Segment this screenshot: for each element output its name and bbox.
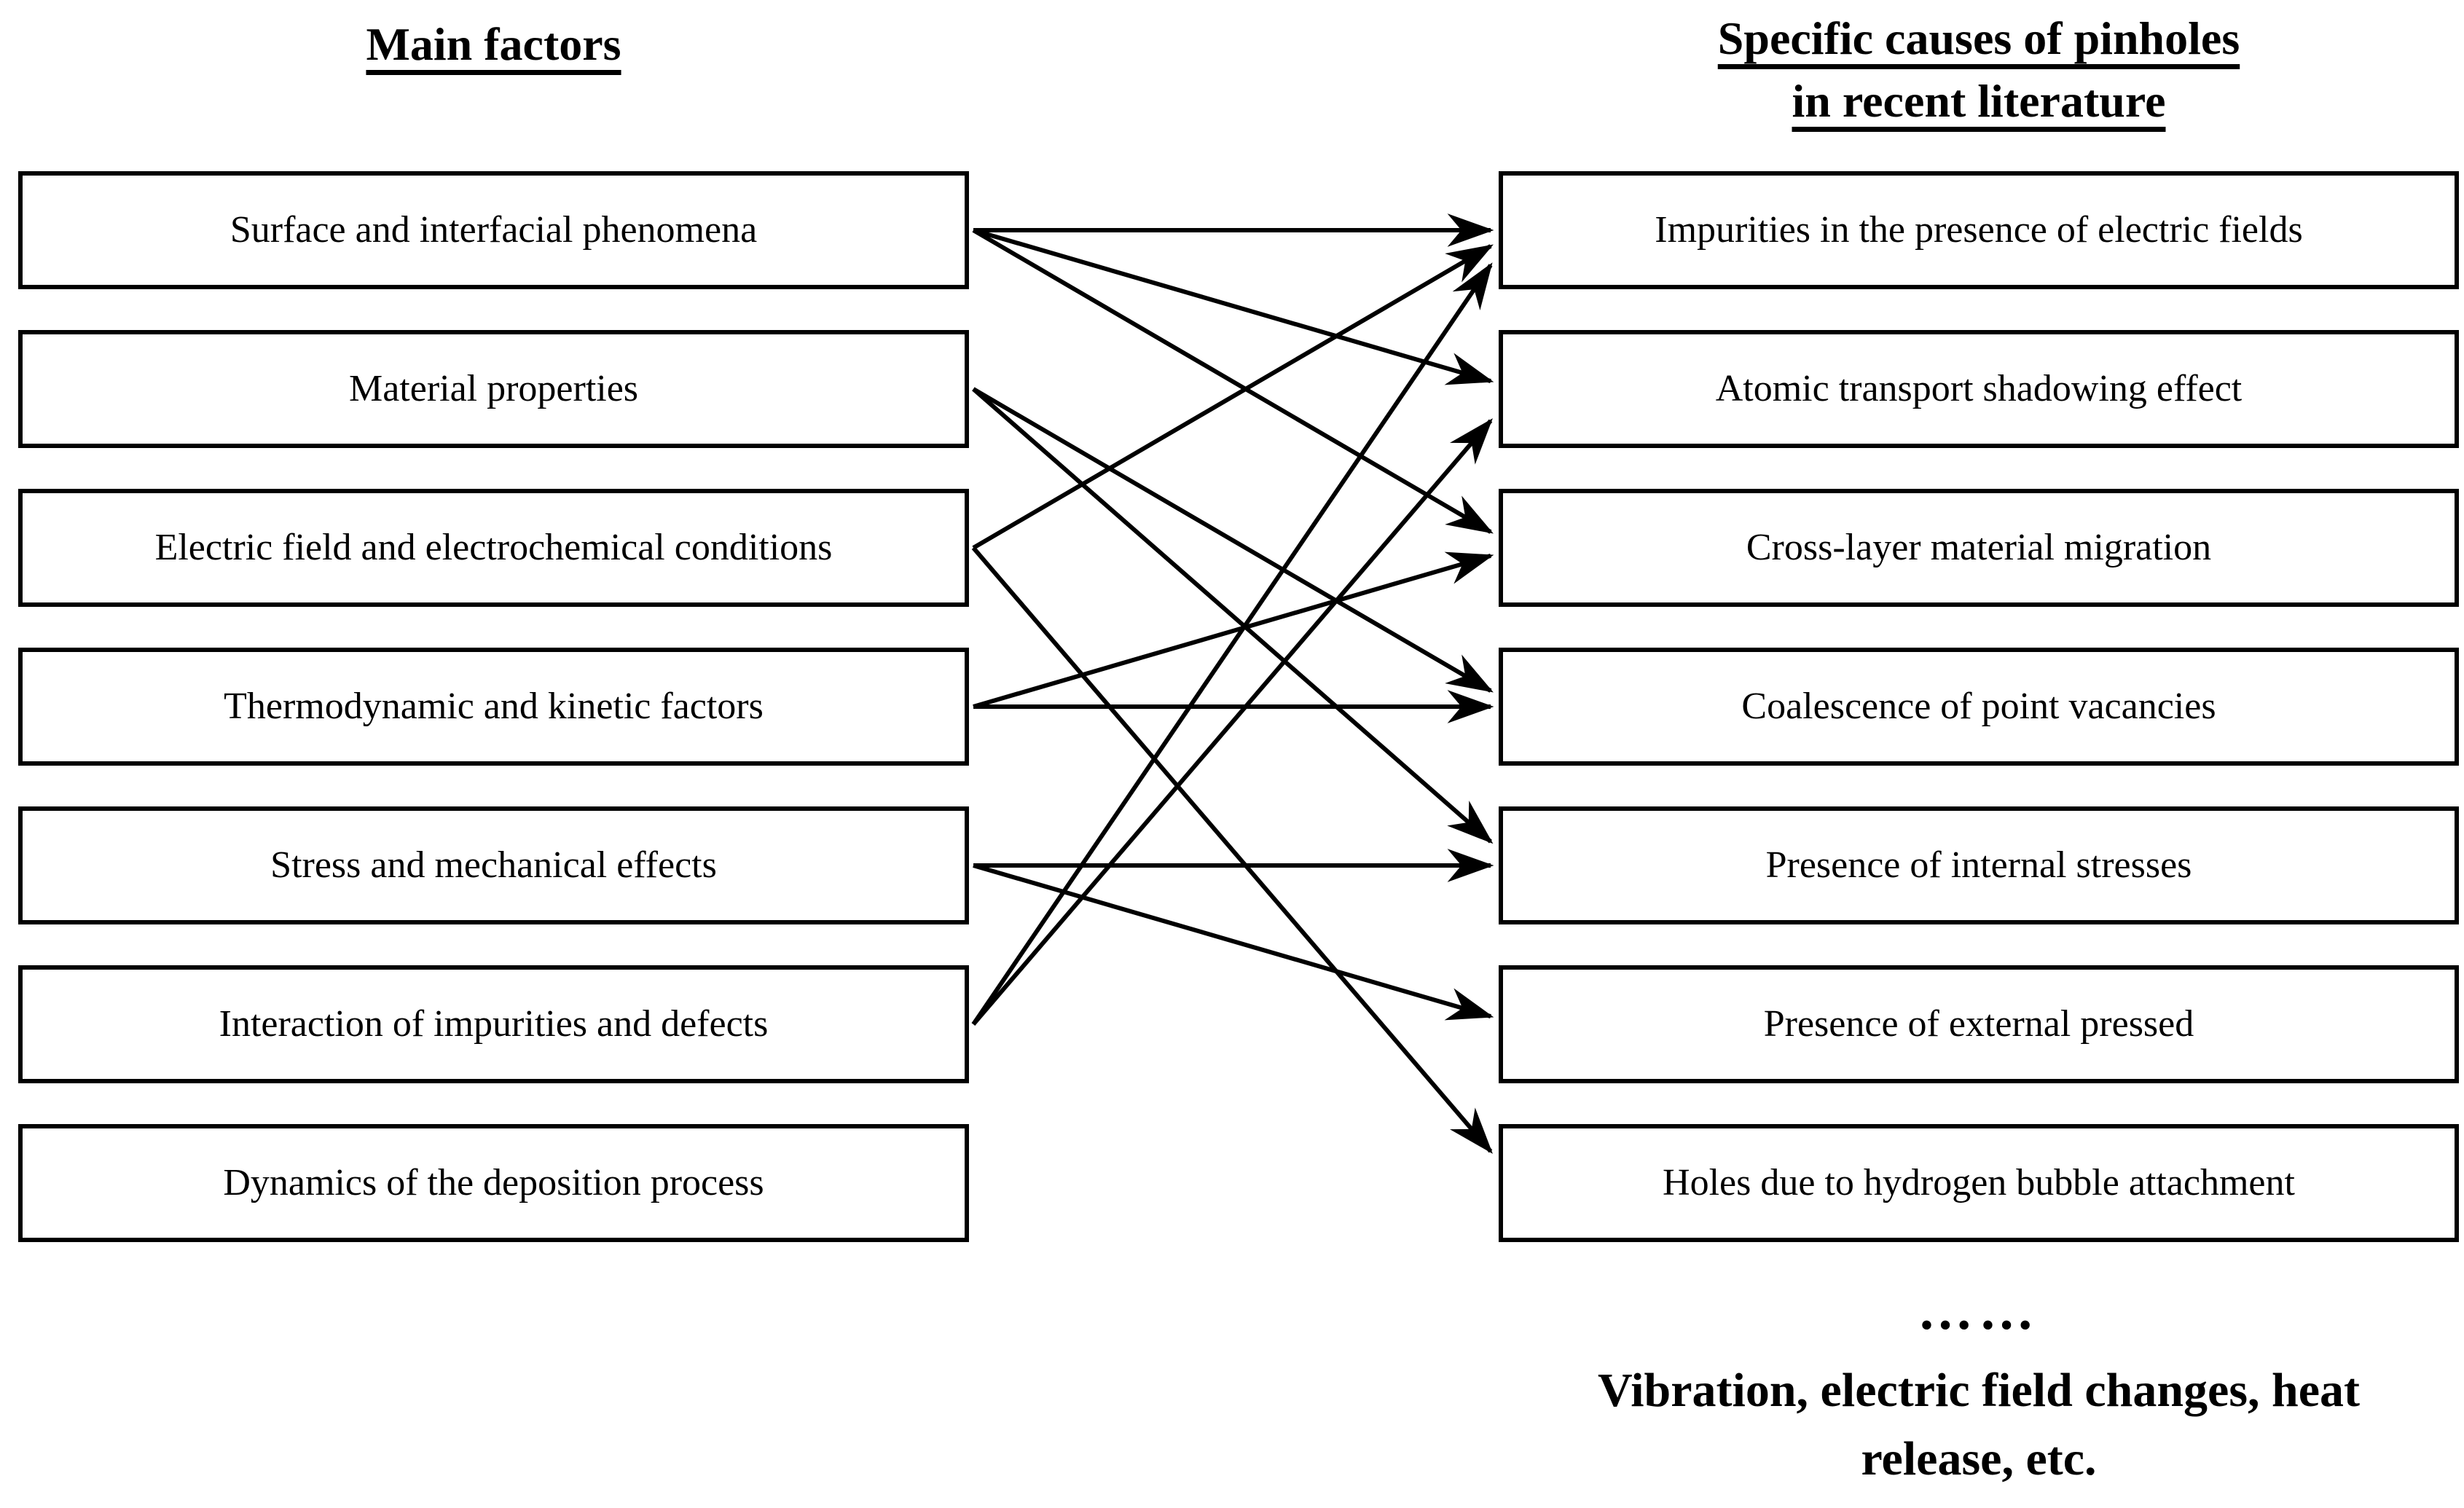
ellipsis-more-causes: …… — [1918, 1280, 2040, 1341]
arrow-factor5-to-cause6 — [973, 863, 1494, 1021]
arrow-factor6-to-cause1 — [971, 262, 1493, 1026]
arrow-factor6-to-cause2 — [971, 418, 1493, 1026]
arrow-factor1-to-cause2 — [973, 228, 1494, 385]
arrow-factor1-to-cause3 — [972, 228, 1494, 534]
factor-box-electric-field-conditions: Electric field and electrochemical condi… — [18, 489, 969, 607]
factor-box-impurities-defects: Interaction of impurities and defects — [18, 965, 969, 1083]
factor-box-material-properties: Material properties — [18, 330, 969, 448]
factor-box-thermodynamic-kinetic: Thermodynamic and kinetic factors — [18, 648, 969, 766]
note-line-2: release, etc. — [1861, 1432, 2097, 1485]
right-header-line2: in recent literature — [1792, 75, 2166, 127]
cause-box-atomic-shadowing: Atomic transport shadowing effect — [1499, 330, 2459, 448]
left-column-header: Main factors — [18, 13, 969, 76]
left-header-text: Main factors — [366, 18, 621, 70]
arrow-factor3-to-cause1 — [972, 244, 1494, 550]
cause-box-cross-layer-migration: Cross-layer material migration — [1499, 489, 2459, 607]
cause-box-point-vacancies: Coalescence of point vacancies — [1499, 648, 2459, 766]
factor-box-stress-mechanical: Stress and mechanical effects — [18, 806, 969, 924]
pinhole-causes-column: Impurities in the presence of electric f… — [1499, 171, 2459, 1242]
factor-box-deposition-dynamics: Dynamics of the deposition process — [18, 1124, 969, 1242]
cause-box-hydrogen-bubble: Holes due to hydrogen bubble attachment — [1499, 1124, 2459, 1242]
note-line-1: Vibration, electric field changes, heat — [1597, 1364, 2360, 1417]
arrow-factor4-to-cause3 — [973, 551, 1494, 709]
additional-causes-note: Vibration, electric field changes, heat … — [1499, 1356, 2459, 1493]
arrow-factor2-to-cause4 — [972, 387, 1494, 693]
arrow-factor3-to-cause7 — [971, 546, 1493, 1154]
cause-box-external-pressed: Presence of external pressed — [1499, 965, 2459, 1083]
factor-box-surface-phenomena: Surface and interfacial phenomena — [18, 171, 969, 289]
main-factors-column: Surface and interfacial phenomena Materi… — [18, 171, 969, 1242]
arrow-factor2-to-cause5 — [972, 387, 1494, 844]
right-column-header: Specific causes of pinholes in recent li… — [1499, 7, 2459, 133]
right-header-line1: Specific causes of pinholes — [1717, 12, 2240, 64]
cause-box-internal-stresses: Presence of internal stresses — [1499, 806, 2459, 924]
cause-box-impurities-electric-fields: Impurities in the presence of electric f… — [1499, 171, 2459, 289]
